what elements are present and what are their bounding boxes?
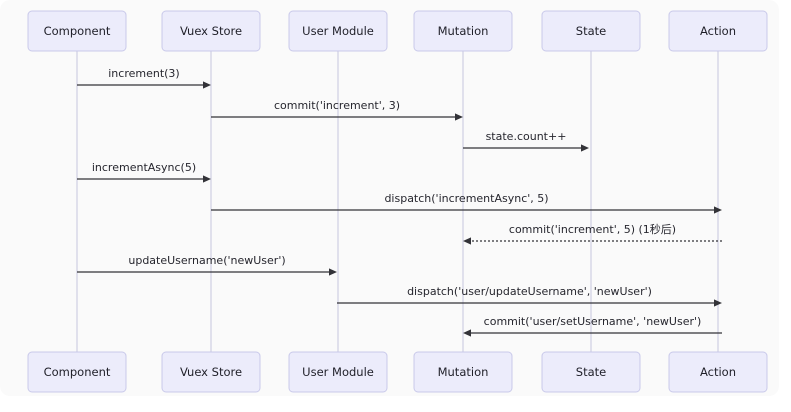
actor-label-user-module-bottom: User Module <box>302 365 374 379</box>
message-group: increment(3) commit('increment', 3) state.… <box>77 67 722 337</box>
actor-box-mutation-top <box>413 10 513 52</box>
message-m6[interactable]: commit('increment', 5) (1秒后) <box>463 222 722 245</box>
actor-box-user-module-top <box>288 10 388 52</box>
message-label-m1: increment(3) <box>108 67 179 80</box>
actor-vuex-store-top[interactable]: Vuex Store <box>161 10 261 52</box>
actor-label-vuex-store-bottom: Vuex Store <box>180 365 242 379</box>
actor-box-component-top <box>27 10 127 52</box>
message-label-m9: commit('user/setUsername', 'newUser') <box>484 315 702 328</box>
actor-label-component-top: Component <box>44 24 111 38</box>
actor-label-action-top: Action <box>700 24 736 38</box>
message-m1[interactable]: increment(3) <box>77 67 211 89</box>
actor-user-module-top[interactable]: User Module <box>288 10 388 52</box>
message-m8[interactable]: dispatch('user/updateUsername', 'newUser… <box>337 285 722 307</box>
actor-box-mutation-bottom <box>413 351 513 393</box>
message-arrowhead-m8 <box>714 299 722 307</box>
actor-box-action-top <box>668 10 768 52</box>
actor-component-bottom[interactable]: Component <box>27 351 127 393</box>
message-m2[interactable]: commit('increment', 3) <box>211 99 463 121</box>
actor-label-action-bottom: Action <box>700 365 736 379</box>
actor-box-vuex-store-top <box>161 10 261 52</box>
message-arrowhead-m5 <box>714 206 722 214</box>
message-label-m7: updateUsername('newUser') <box>128 254 285 267</box>
actor-label-user-module-top: User Module <box>302 24 374 38</box>
actor-state-bottom[interactable]: State <box>541 351 641 393</box>
actor-box-state-top <box>541 10 641 52</box>
actor-box-component-bottom <box>27 351 127 393</box>
message-m5[interactable]: dispatch('incrementAsync', 5) <box>211 192 722 214</box>
actor-label-state-top: State <box>576 24 606 38</box>
message-label-m8: dispatch('user/updateUsername', 'newUser… <box>407 285 652 298</box>
actor-state-top[interactable]: State <box>541 10 641 52</box>
message-label-m3: state.count++ <box>486 130 567 143</box>
message-label-m6: commit('increment', 5) (1秒后) <box>509 222 676 236</box>
actor-box-vuex-store-bottom <box>161 351 261 393</box>
actor-component-top[interactable]: Component <box>27 10 127 52</box>
message-m4[interactable]: incrementAsync(5) <box>77 161 211 183</box>
actor-action-bottom[interactable]: Action <box>668 351 768 393</box>
diagram-background <box>0 0 779 396</box>
message-arrowhead-m1 <box>203 81 211 89</box>
actor-label-mutation-bottom: Mutation <box>438 365 489 379</box>
message-arrowhead-m2 <box>455 113 463 121</box>
message-label-m4: incrementAsync(5) <box>92 161 196 174</box>
message-arrowhead-m3 <box>581 144 589 152</box>
actor-label-component-bottom: Component <box>44 365 111 379</box>
actor-label-vuex-store-top: Vuex Store <box>180 24 242 38</box>
actor-mutation-bottom[interactable]: Mutation <box>413 351 513 393</box>
actor-action-top[interactable]: Action <box>668 10 768 52</box>
actor-vuex-store-bottom[interactable]: Vuex Store <box>161 351 261 393</box>
actor-boxes-top: Component Vuex Store User Module Mutation St… <box>27 10 768 52</box>
message-m3[interactable]: state.count++ <box>463 130 589 152</box>
message-label-m5: dispatch('incrementAsync', 5) <box>384 192 548 205</box>
actor-label-state-bottom: State <box>576 365 606 379</box>
message-arrowhead-m7 <box>329 268 337 276</box>
actor-user-module-bottom[interactable]: User Module <box>288 351 388 393</box>
message-m9[interactable]: commit('user/setUsername', 'newUser') <box>463 315 722 337</box>
message-label-m2: commit('increment', 3) <box>274 99 400 112</box>
actor-boxes-bottom: Component Vuex Store User Module Mutation St… <box>27 351 768 393</box>
message-arrowhead-m6 <box>463 237 471 245</box>
actor-mutation-top[interactable]: Mutation <box>413 10 513 52</box>
actor-label-mutation-top: Mutation <box>438 24 489 38</box>
message-arrowhead-m4 <box>203 175 211 183</box>
message-arrowhead-m9 <box>463 329 471 337</box>
actor-box-state-bottom <box>541 351 641 393</box>
message-m7[interactable]: updateUsername('newUser') <box>77 254 337 276</box>
actor-box-user-module-bottom <box>288 351 388 393</box>
actor-box-action-bottom <box>668 351 768 393</box>
